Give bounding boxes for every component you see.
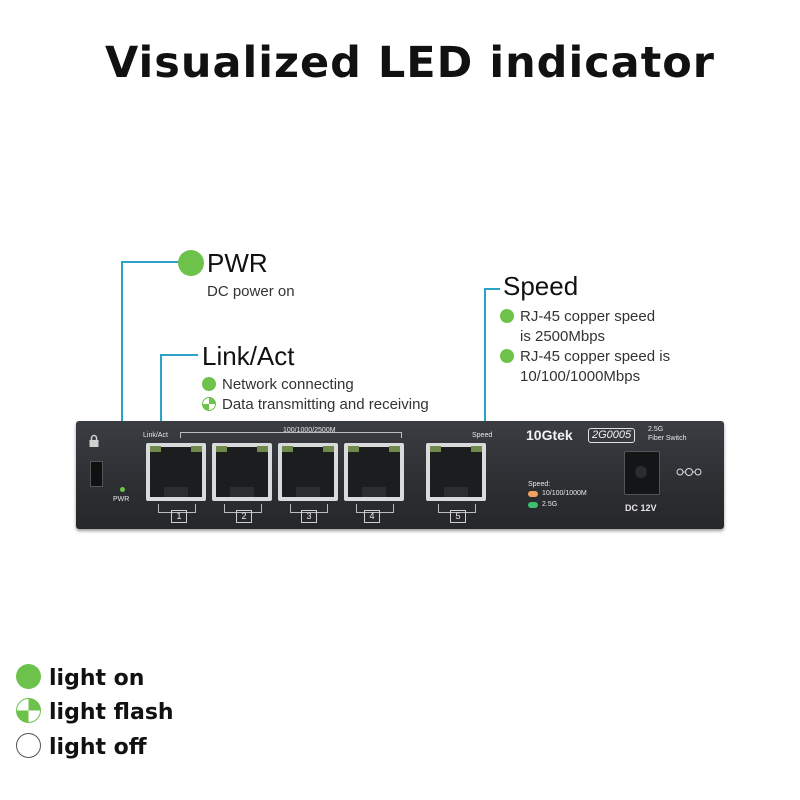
pwr-title: PWR — [207, 248, 268, 278]
model-badge: 2G0005 — [588, 428, 636, 443]
orange-led-swatch — [528, 491, 538, 497]
link-act-title: Link/Act — [202, 341, 295, 371]
legend-light-flash: light flash — [16, 698, 174, 725]
dc-label: DC 12V — [625, 503, 657, 513]
link-act-item-2: Data transmitting and receiving — [202, 396, 429, 413]
speed-callout-line-h — [484, 288, 500, 290]
lock-icon — [89, 434, 99, 447]
port-bracket-1 — [158, 504, 196, 513]
led-on-icon — [500, 309, 514, 323]
pwr-callout-line-v — [121, 261, 123, 487]
pwr-callout-line-h — [121, 261, 179, 263]
speed-legend-title: Speed: — [528, 481, 551, 488]
legend-light-on: light on — [16, 664, 144, 691]
model-desc-2: Fiber Switch — [648, 435, 687, 442]
led-flash-icon — [202, 397, 216, 411]
dc-jack — [624, 451, 660, 495]
model-desc-1: 2.5G — [648, 426, 664, 433]
speed-label: Speed — [472, 432, 493, 439]
link-callout-line-v — [160, 354, 162, 428]
rj45-port-3 — [278, 443, 338, 501]
speed-legend-1: 10/100/1000M — [542, 490, 587, 497]
port-number-4: 4 — [364, 510, 380, 523]
led-on-icon — [16, 664, 41, 689]
brand-logo: 10Gtek — [526, 427, 573, 443]
rj45-port-2 — [212, 443, 272, 501]
link-act-item-1: Network connecting — [202, 376, 354, 393]
dc-polarity-icon — [676, 468, 702, 476]
rj45-port-5 — [426, 443, 486, 501]
port-bracket-3 — [290, 504, 328, 513]
pwr-label: PWR — [113, 496, 130, 503]
security-slot — [90, 461, 103, 487]
led-on-icon — [178, 250, 204, 276]
led-flash-icon — [16, 698, 41, 723]
pwr-led — [120, 487, 125, 492]
led-off-icon — [16, 733, 41, 758]
pwr-desc: DC power on — [207, 283, 295, 300]
port-bracket-5 — [438, 504, 476, 513]
port-number-2: 2 — [236, 510, 252, 523]
green-led-swatch — [528, 502, 538, 508]
port-number-3: 3 — [301, 510, 317, 523]
speed-title: Speed — [503, 271, 579, 301]
rj45-port-1 — [146, 443, 206, 501]
speed-item-1: RJ-45 copper speed is 2500Mbps — [500, 307, 655, 347]
speed-legend-2: 2.5G — [542, 501, 558, 508]
speed-item-2: RJ-45 copper speed is 10/100/1000Mbps — [500, 347, 670, 387]
led-on-icon — [202, 377, 216, 391]
port-number-1: 1 — [171, 510, 187, 523]
link-callout-line-h — [160, 354, 198, 356]
port-bracket-4 — [356, 504, 394, 513]
pwr-callout: PWR — [178, 248, 268, 279]
switch-device: PWR Link/Act 100/1000/2500M Speed 1 2 3 … — [76, 421, 724, 529]
speed-callout-line-v — [484, 288, 486, 428]
page-title: Visualized LED indicator — [104, 38, 716, 88]
led-on-icon — [500, 349, 514, 363]
speed-range-label: 100/1000/2500M — [283, 427, 336, 434]
legend-light-off: light off — [16, 733, 147, 760]
speed-range-bracket — [180, 432, 402, 438]
port-number-5: 5 — [450, 510, 466, 523]
rj45-port-4 — [344, 443, 404, 501]
port-bracket-2 — [224, 504, 262, 513]
link-act-label: Link/Act — [143, 432, 168, 439]
